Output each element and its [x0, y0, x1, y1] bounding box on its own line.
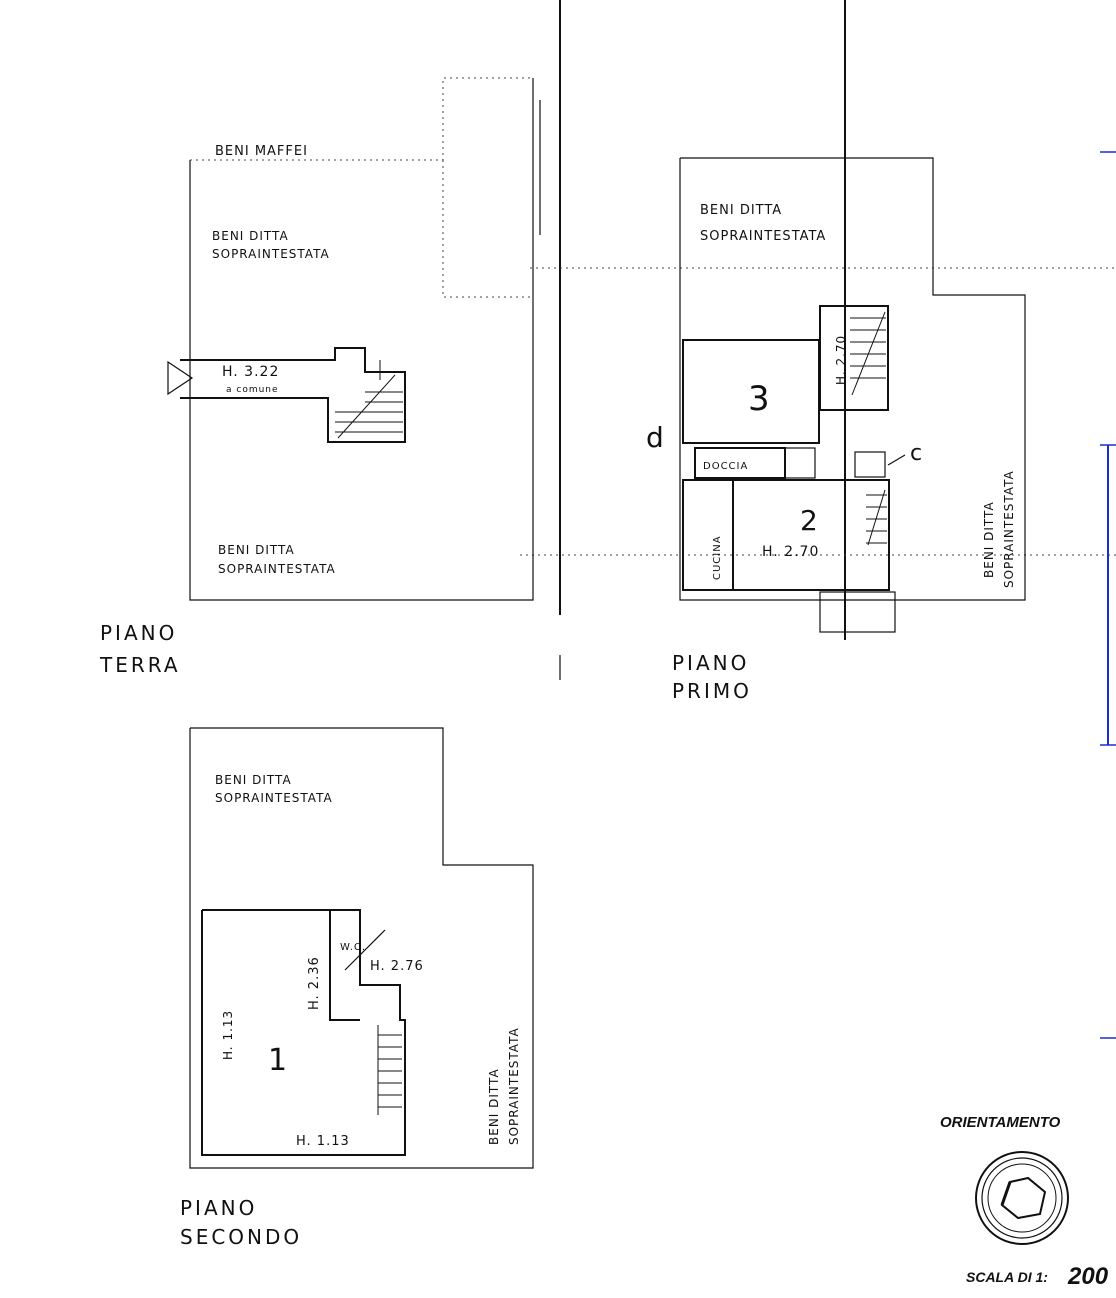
- terra-height-label: H. 3.22: [222, 364, 279, 380]
- compass-icon: [975, 1151, 1069, 1245]
- orientamento-label: ORIENTAMENTO: [940, 1114, 1061, 1131]
- primo-stair-upper: [850, 311, 886, 396]
- secondo-side-beni-ditta: BENI DITTA: [487, 1068, 501, 1145]
- plan-piano-primo: BENI DITTA SOPRAINTESTATA 3 H. 2.70 d c …: [646, 157, 1026, 703]
- terra-soprintestata-label: SOPRAINTESTATA: [212, 247, 330, 261]
- primo-title-line1: PIANO: [672, 651, 749, 675]
- terra-beni-maffei-label: BENI MAFFEI: [215, 144, 308, 159]
- primo-stair-height-label: H. 2.70: [834, 335, 848, 385]
- terra-title-line2: TERRA: [99, 653, 181, 677]
- primo-cucina-label: CUCINA: [712, 535, 723, 580]
- secondo-title-line2: SECONDO: [180, 1225, 302, 1249]
- secondo-beni-ditta-label: BENI DITTA: [215, 773, 292, 787]
- terra-beni-ditta-label: BENI DITTA: [212, 229, 289, 243]
- legend: ORIENTAMENTO SCALA DI 1: 200: [940, 1114, 1109, 1290]
- terra-stair: [335, 360, 403, 439]
- primo-room-3-number: 3: [748, 379, 771, 419]
- primo-soprintestata-label: SOPRAINTESTATA: [700, 229, 826, 244]
- primo-stair-lower: [866, 489, 887, 546]
- secondo-height-113-vertical: H. 1.13: [221, 1010, 235, 1060]
- primo-side-soprintestata: SOPRAINTESTATA: [1002, 470, 1016, 588]
- terra-comune-label: a comune: [226, 385, 279, 395]
- primo-side-beni-ditta: BENI DITTA: [982, 501, 996, 578]
- terra-soprintestata-label-2: SOPRAINTESTATA: [218, 562, 336, 576]
- primo-beni-ditta-label: BENI DITTA: [700, 203, 782, 218]
- plan-piano-terra: BENI MAFFEI BENI DITTA SOPRAINTESTATA H.…: [99, 77, 541, 677]
- secondo-room-1-number: 1: [268, 1043, 288, 1078]
- primo-room-2-number: 2: [800, 504, 819, 537]
- primo-title-line2: PRIMO: [672, 679, 752, 703]
- secondo-height-113: H. 1.13: [296, 1134, 350, 1149]
- secondo-wc-height: H. 2.76: [370, 959, 424, 974]
- secondo-title-line1: PIANO: [180, 1196, 257, 1220]
- scala-value: 200: [1067, 1263, 1109, 1290]
- primo-mark-d: d: [646, 421, 665, 454]
- primo-mark-c: c: [910, 441, 923, 466]
- secondo-stair: [377, 1025, 402, 1115]
- secondo-side-soprintestata: SOPRAINTESTATA: [507, 1027, 521, 1145]
- terra-title-line1: PIANO: [100, 621, 177, 645]
- guide-lines: [520, 0, 1116, 680]
- primo-room-2-height: H. 2.70: [762, 544, 819, 560]
- scala-label: SCALA DI 1:: [966, 1269, 1048, 1285]
- secondo-wc-label: W.C.: [340, 942, 366, 953]
- secondo-soprintestata-label: SOPRAINTESTATA: [215, 791, 333, 805]
- secondo-height-236: H. 2.36: [307, 956, 322, 1010]
- primo-doccia-label: DOCCIA: [703, 461, 748, 472]
- plan-piano-secondo: BENI DITTA SOPRAINTESTATA W.C. H. 2.76 H…: [180, 727, 534, 1249]
- terra-beni-ditta-label-2: BENI DITTA: [218, 543, 295, 557]
- blue-margin-marks: [1100, 151, 1116, 1039]
